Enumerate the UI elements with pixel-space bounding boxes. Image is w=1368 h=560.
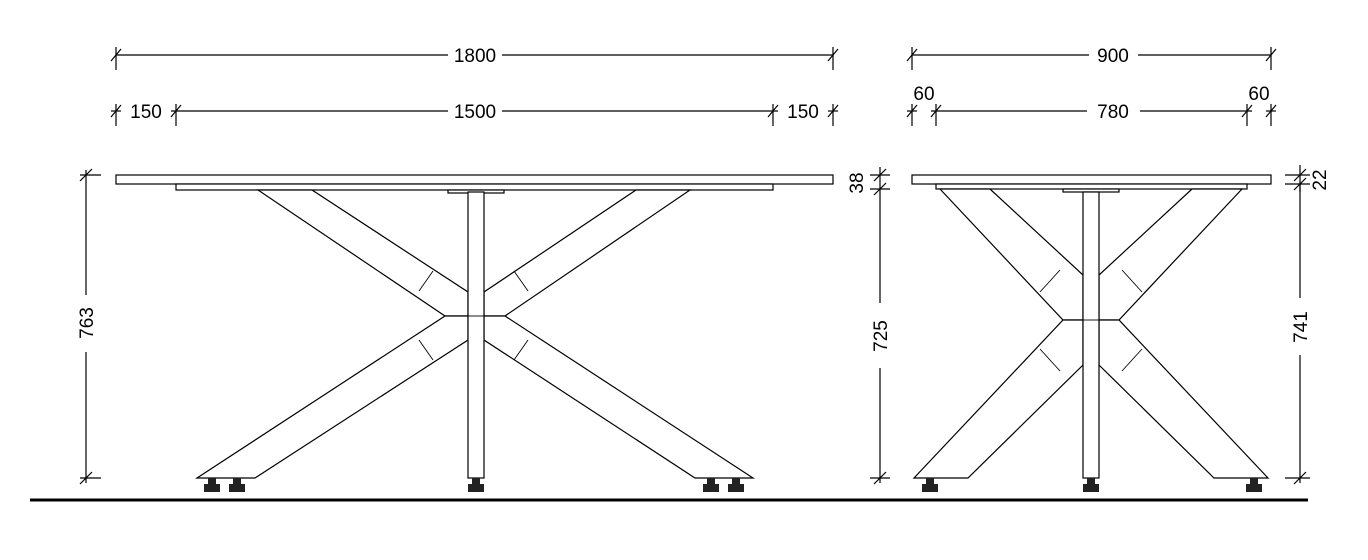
side-center-post xyxy=(1082,191,1100,479)
front-tabletop xyxy=(115,174,834,185)
front-leg-left-lower xyxy=(194,315,469,479)
front-feet xyxy=(204,478,744,492)
dim-side-overall-width: 900 xyxy=(1097,46,1129,67)
front-leg-right-upper xyxy=(483,189,692,317)
dim-side-left-overhang: 60 xyxy=(913,84,934,105)
side-tabletop xyxy=(911,174,1272,185)
dim-side-inner-width: 780 xyxy=(1097,102,1129,123)
dim-front-right-overhang: 150 xyxy=(787,102,819,123)
dim-side-leg-height: 725 xyxy=(871,320,892,352)
dim-front-left-overhang: 150 xyxy=(130,102,162,123)
dim-side-right-overhang: 60 xyxy=(1248,84,1269,105)
front-apron xyxy=(175,183,774,191)
side-apron xyxy=(935,183,1248,190)
side-feet xyxy=(922,478,1262,492)
side-leg-left-upper xyxy=(938,188,1084,321)
side-leg-left-lower xyxy=(912,319,1084,479)
dim-front-total-height: 763 xyxy=(77,307,98,339)
front-view xyxy=(115,174,834,492)
front-leg-right-lower xyxy=(483,315,756,479)
dim-side-top-thickness-side: 22 xyxy=(1310,169,1331,190)
dim-front-overall-width: 1800 xyxy=(454,46,496,67)
front-leg-left-upper xyxy=(256,189,469,317)
front-center-post xyxy=(467,191,485,479)
side-leg-right-lower xyxy=(1098,319,1270,479)
dim-front-inner-width: 1500 xyxy=(454,102,496,123)
side-dimensions: 900 60 780 60 38 725 2 xyxy=(847,46,1331,485)
side-view xyxy=(911,174,1272,492)
dim-side-frame-height: 741 xyxy=(1291,311,1312,343)
side-leg-right-upper xyxy=(1098,188,1244,321)
dim-side-top-thickness-front: 38 xyxy=(847,172,868,193)
front-dimensions: 1800 150 1500 150 763 xyxy=(77,46,839,485)
